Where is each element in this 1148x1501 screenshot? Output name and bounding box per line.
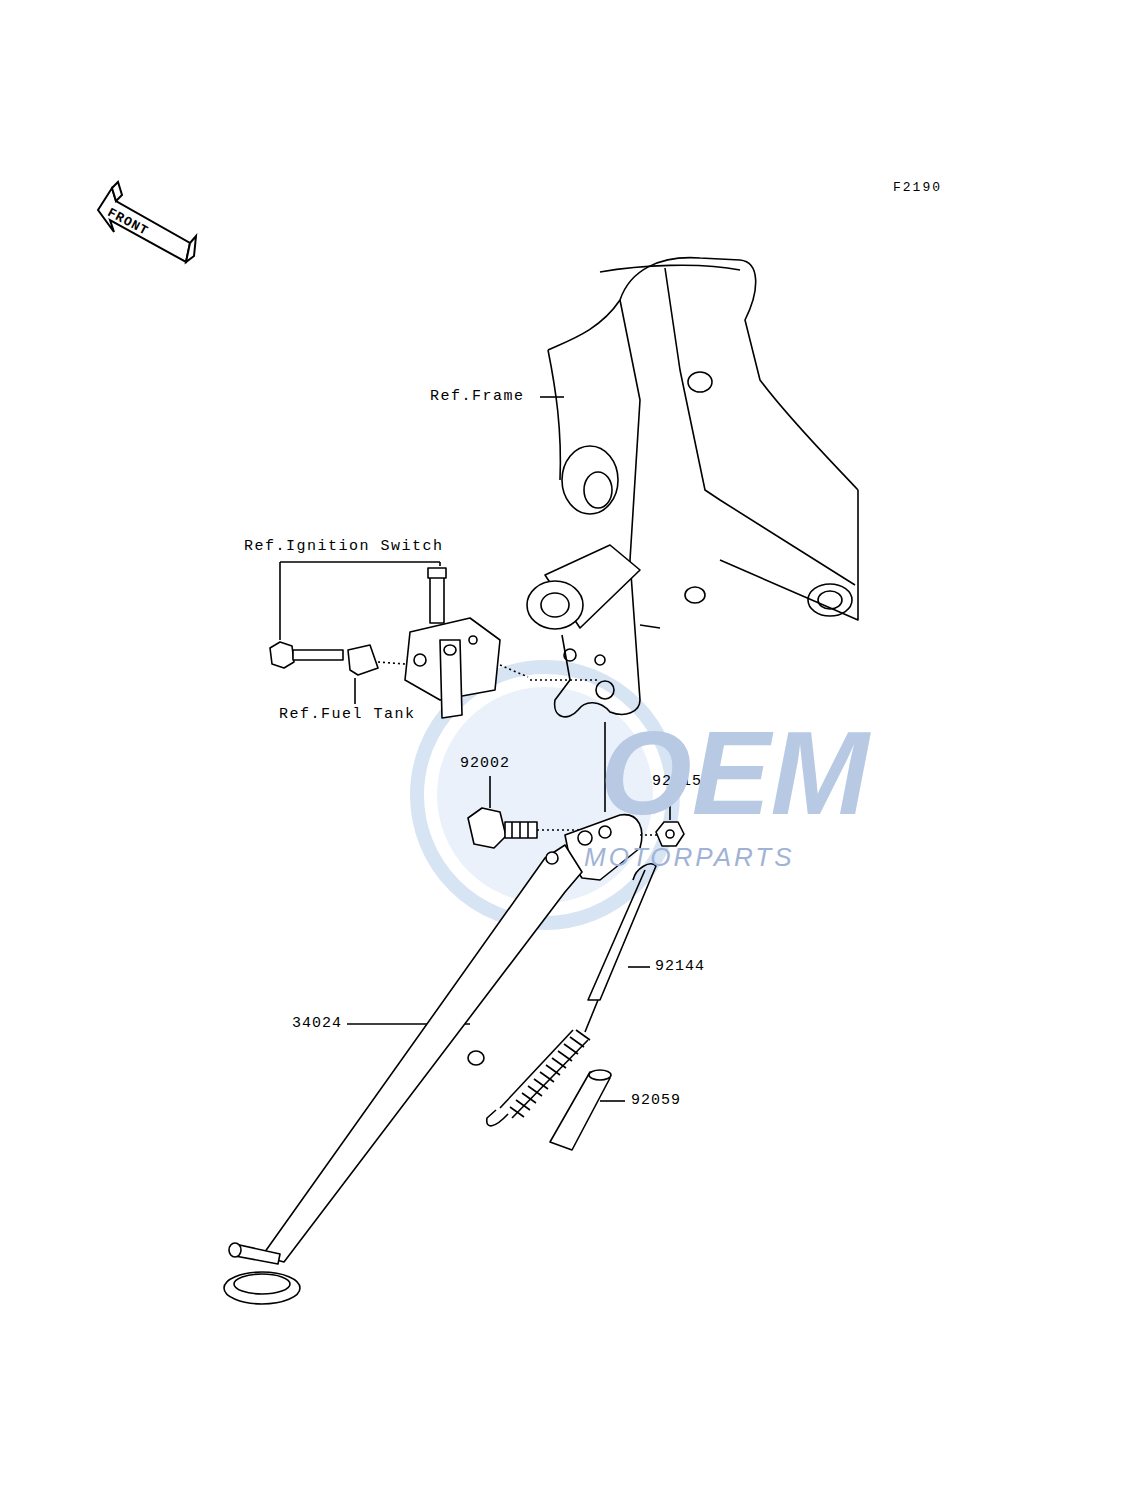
front-arrow (98, 182, 196, 262)
callout-number: 34024 (292, 1015, 342, 1032)
pipe (550, 1070, 611, 1150)
ignition-switch (405, 568, 528, 718)
callout-number: 92144 (655, 958, 705, 975)
reference-label: Ref.Frame (430, 388, 525, 405)
side-stand (224, 845, 582, 1304)
figure-code: F2190 (893, 180, 942, 195)
watermark: OEM (600, 705, 869, 841)
ref-bolt (270, 642, 405, 675)
reference-label: Ref.Ignition Switch (244, 538, 444, 555)
front-indicator: FRONT (105, 205, 151, 239)
frame (527, 258, 858, 717)
callout-number: 92059 (631, 1092, 681, 1109)
spring (487, 864, 656, 1126)
reference-label: Ref.Fuel Tank (279, 706, 416, 723)
watermark: MOTORPARTS (584, 842, 795, 872)
callout-number: 92002 (460, 755, 510, 772)
